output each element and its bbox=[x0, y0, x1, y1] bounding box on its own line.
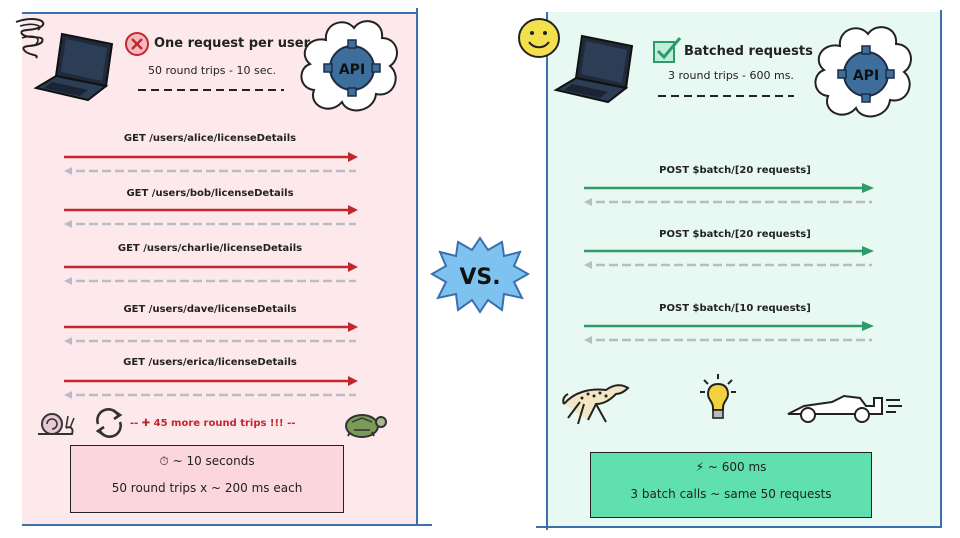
race-car-icon bbox=[787, 394, 902, 423]
right-request-arrow-1 bbox=[584, 183, 874, 206]
left-request-arrow-5 bbox=[64, 376, 358, 399]
left-summary-detail: 50 round trips x ~ 200 ms each bbox=[111, 481, 303, 495]
vs-starburst-icon: VS. bbox=[429, 236, 531, 314]
right-request-label-3: POST $batch/[10 requests] bbox=[659, 303, 811, 314]
right-panel-bottom-border bbox=[536, 526, 942, 528]
right-request-arrow-2 bbox=[584, 246, 874, 269]
right-summary-detail: 3 batch calls ~ same 50 requests bbox=[630, 487, 832, 501]
right-title: Batched requests bbox=[684, 44, 813, 59]
left-api-label: API bbox=[339, 62, 365, 78]
left-request-label-1: GET /users/alice/licenseDetails bbox=[123, 133, 297, 144]
vs-label: VS. bbox=[459, 265, 500, 290]
right-api-label: API bbox=[853, 68, 879, 84]
laptop-icon bbox=[553, 34, 634, 104]
cheetah-icon bbox=[562, 384, 630, 425]
right-summary-time: ⚡ ~ 600 ms bbox=[695, 460, 767, 474]
snail-icon bbox=[38, 413, 75, 435]
left-request-arrow-4 bbox=[64, 322, 358, 345]
lightbulb-icon bbox=[700, 374, 736, 419]
left-request-label-4: GET /users/dave/licenseDetails bbox=[123, 304, 297, 315]
right-request-label-1: POST $batch/[20 requests] bbox=[659, 165, 811, 176]
checkbox-icon bbox=[653, 37, 682, 63]
left-dashed-divider bbox=[138, 89, 284, 91]
left-request-arrow-2 bbox=[64, 205, 358, 228]
right-subtitle: 3 round trips - 600 ms. bbox=[668, 69, 794, 82]
right-request-label-2: POST $batch/[20 requests] bbox=[659, 229, 811, 240]
cycle-arrows-icon bbox=[95, 408, 123, 438]
left-request-label-5: GET /users/erica/licenseDetails bbox=[123, 357, 297, 368]
left-subtitle: 50 round trips - 10 sec. bbox=[148, 64, 277, 77]
right-panel-right-border bbox=[940, 10, 942, 526]
left-request-label-2: GET /users/bob/licenseDetails bbox=[126, 188, 294, 199]
left-request-arrow-3 bbox=[64, 262, 358, 285]
left-panel-bottom-border bbox=[22, 524, 432, 526]
scribble-icon bbox=[15, 18, 45, 59]
left-request-label-3: GET /users/charlie/licenseDetails bbox=[117, 243, 303, 254]
laptop-icon bbox=[33, 32, 114, 102]
left-request-arrow-1 bbox=[64, 152, 358, 175]
left-panel-top-border bbox=[22, 12, 416, 14]
api-cloud-icon: API bbox=[300, 20, 398, 112]
right-summary-box bbox=[590, 452, 872, 518]
api-cloud-icon: API bbox=[814, 26, 912, 118]
right-panel-left-border bbox=[546, 12, 548, 530]
left-summary-time: ⏱ ~ 10 seconds bbox=[159, 454, 255, 468]
smiley-icon bbox=[518, 18, 560, 58]
turtle-icon bbox=[345, 414, 387, 438]
cross-circle-icon bbox=[125, 32, 149, 56]
right-dashed-divider bbox=[658, 95, 794, 97]
right-request-arrow-3 bbox=[584, 321, 874, 344]
left-summary-box bbox=[70, 445, 344, 513]
left-title: One request per user bbox=[154, 36, 311, 51]
left-panel-right-border bbox=[416, 8, 418, 526]
more-round-trips: -- ✚ 45 more round trips !!! -- bbox=[130, 418, 296, 429]
